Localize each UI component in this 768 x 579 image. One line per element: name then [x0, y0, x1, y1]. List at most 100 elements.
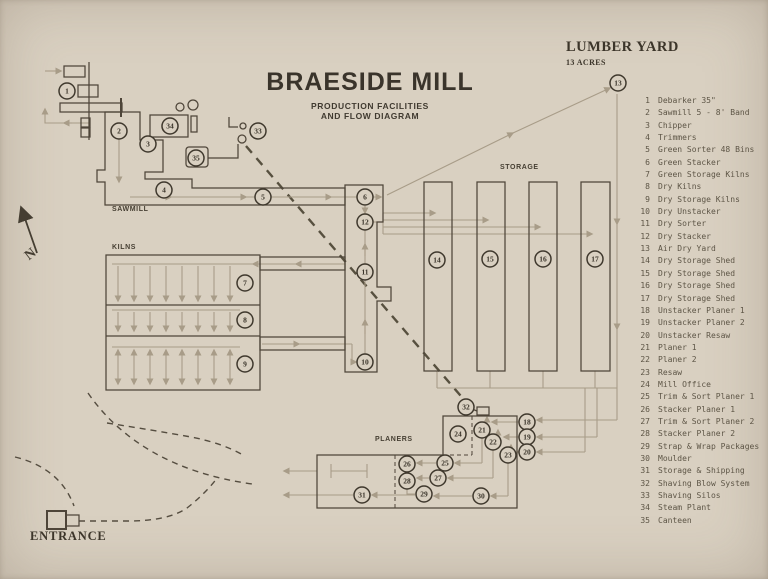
page-subtitle: PRODUCTION FACILITIES AND FLOW DIAGRAM	[240, 101, 500, 121]
legend-item-label: Planer 1	[658, 342, 697, 352]
legend-item-label: Trim & Sort Planer 2	[658, 416, 755, 426]
legend-item-number: 11	[640, 219, 650, 229]
station-marker-4: 4	[155, 181, 173, 199]
legend-item-number: 9	[645, 194, 650, 204]
lumber-yard-label: LUMBER YARD 13 ACRES	[566, 39, 679, 67]
legend-item-label: Shaving Silos	[658, 491, 721, 500]
legend-item-number: 34	[640, 503, 650, 513]
legend-item-label: Trim & Sort Planer 1	[658, 392, 755, 402]
svg-text:23: 23	[504, 451, 512, 460]
legend-item-label: Dry Stacker	[658, 231, 711, 241]
svg-text:17: 17	[591, 255, 599, 264]
legend-item-label: Shaving Blow System	[658, 478, 750, 488]
station-marker-14: 14	[428, 251, 446, 269]
station-marker-6: 6	[356, 188, 374, 206]
legend-item-number: 10	[640, 207, 650, 217]
svg-text:11: 11	[361, 268, 368, 277]
station-marker-8: 8	[236, 311, 254, 329]
lumber-yard-name: LUMBER YARD	[566, 39, 679, 55]
area-label-kilns: KILNS	[112, 244, 136, 251]
station-marker-9: 9	[236, 355, 254, 373]
legend-item-label: Mill Office	[658, 379, 711, 389]
svg-text:33: 33	[254, 127, 262, 136]
station-marker-27: 27	[429, 469, 447, 487]
dashed-diagonal-road	[245, 145, 467, 403]
svg-text:3: 3	[146, 140, 150, 149]
entrance-buildings	[46, 510, 80, 530]
svg-text:21: 21	[478, 426, 486, 435]
storage-sheds	[423, 181, 611, 372]
legend-item-number: 6	[645, 157, 650, 167]
svg-text:25: 25	[441, 459, 449, 468]
svg-text:22: 22	[489, 438, 497, 447]
station-marker-29: 29	[415, 485, 433, 503]
legend-item-label: Dry Storage Shed	[658, 268, 736, 278]
legend-item-number: 35	[640, 515, 650, 525]
legend-item-number: 17	[640, 293, 650, 303]
legend-item-label: Dry Unstacker	[658, 207, 721, 217]
svg-text:30: 30	[477, 492, 485, 501]
station-marker-25: 25	[436, 454, 454, 472]
legend-item-label: Trimmers	[658, 133, 697, 143]
legend-item-number: 31	[640, 466, 650, 476]
subtitle-line-1: PRODUCTION FACILITIES	[311, 101, 429, 111]
legend-item-label: Storage & Shipping	[658, 466, 745, 476]
legend-item-number: 4	[645, 133, 650, 143]
svg-text:6: 6	[363, 193, 367, 202]
svg-text:15: 15	[486, 255, 494, 264]
legend-item-7: 7 Green Storage Kilns	[632, 169, 766, 181]
legend-item-label: Dry Storage Shed	[658, 281, 736, 291]
station-marker-34: 34	[161, 117, 179, 135]
legend-item-label: Strap & Wrap Packages	[658, 441, 760, 451]
legend-item-number: 25	[640, 392, 650, 402]
log-deck-machinery	[59, 62, 123, 140]
svg-text:18: 18	[523, 418, 531, 427]
legend-item-number: 33	[640, 491, 650, 500]
svg-text:26: 26	[403, 460, 411, 469]
svg-text:29: 29	[420, 490, 428, 499]
legend-item-17: 17 Dry Storage Shed	[632, 293, 766, 305]
legend-item-label: Stacker Planer 1	[658, 404, 736, 414]
legend-item-number: 23	[640, 367, 650, 377]
svg-text:13: 13	[614, 79, 622, 88]
legend-item-number: 30	[640, 453, 650, 463]
svg-text:8: 8	[243, 316, 247, 325]
legend-item-label: Moulder	[658, 453, 692, 463]
station-marker-19: 19	[518, 428, 536, 446]
svg-text:9: 9	[243, 360, 247, 369]
legend-item-number: 7	[645, 170, 650, 180]
station-marker-32: 32	[457, 398, 475, 416]
svg-text:1: 1	[65, 87, 69, 96]
legend-item-number: 27	[640, 416, 650, 426]
legend-item-label: Green Storage Kilns	[658, 170, 750, 180]
area-label-sawmill: SAWMILL	[112, 206, 149, 213]
legend-item-label: Dry Storage Shed	[658, 293, 736, 303]
station-marker-13: 13	[609, 74, 627, 92]
legend-item-label: Resaw	[658, 367, 683, 377]
kilns-building	[105, 254, 346, 391]
svg-text:20: 20	[523, 448, 531, 457]
svg-text:19: 19	[523, 433, 531, 442]
station-marker-26: 26	[398, 455, 416, 473]
legend-item-27: 27 Trim & Sort Planer 2	[632, 416, 766, 428]
legend-item-number: 3	[645, 120, 650, 130]
roads	[14, 392, 253, 522]
svg-text:27: 27	[434, 474, 442, 483]
legend-item-label: Dry Kilns	[658, 182, 702, 192]
legend-item-number: 20	[640, 330, 650, 340]
legend-item-label: Dry Storage Shed	[658, 256, 736, 266]
legend-item-number: 2	[645, 108, 650, 118]
